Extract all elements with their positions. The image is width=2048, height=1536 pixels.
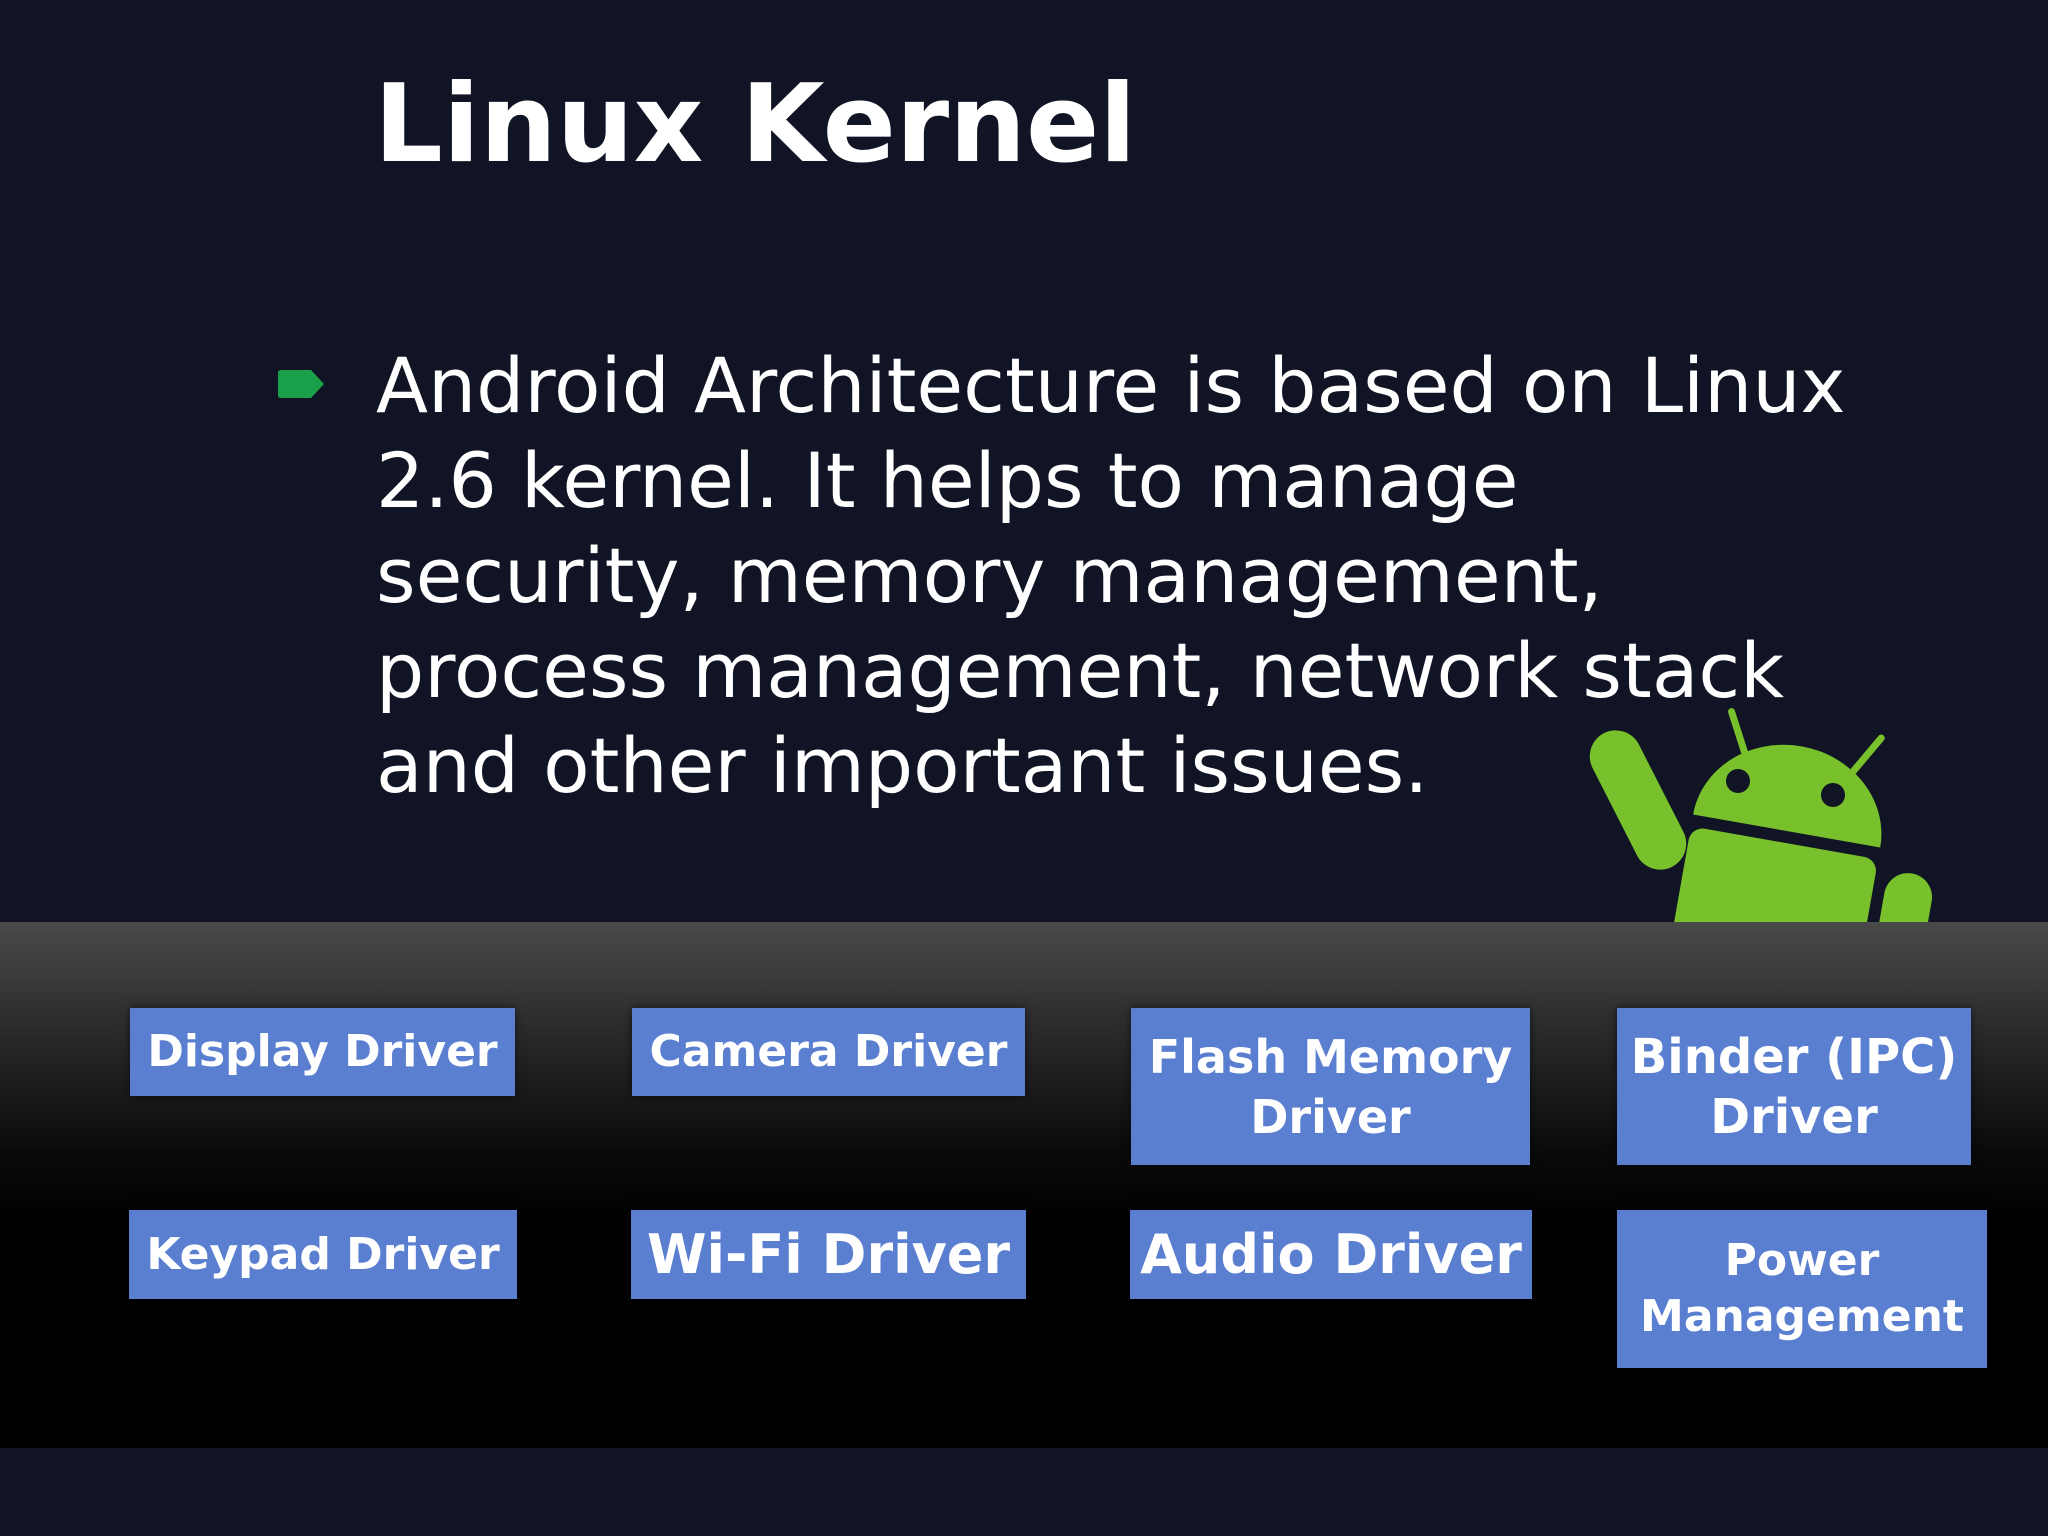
camera-driver-box: Camera Driver (632, 1008, 1025, 1096)
flash-memory-driver-box: Flash Memory Driver (1131, 1008, 1530, 1165)
bullet-text: Android Architecture is based on Linux 2… (376, 341, 1846, 810)
drivers-panel (0, 922, 2048, 1448)
power-management-box: Power Management (1617, 1210, 1987, 1368)
android-robot-icon (1589, 708, 1933, 924)
wifi-driver-box: Wi-Fi Driver (631, 1210, 1026, 1299)
slide-title: Linux Kernel (374, 62, 1137, 187)
keypad-driver-box: Keypad Driver (129, 1210, 517, 1299)
green-arrow-bullet-icon (278, 370, 324, 398)
audio-driver-box: Audio Driver (1130, 1210, 1532, 1299)
binder-ipc-driver-box: Binder (IPC) Driver (1617, 1008, 1971, 1165)
display-driver-box: Display Driver (130, 1008, 515, 1096)
